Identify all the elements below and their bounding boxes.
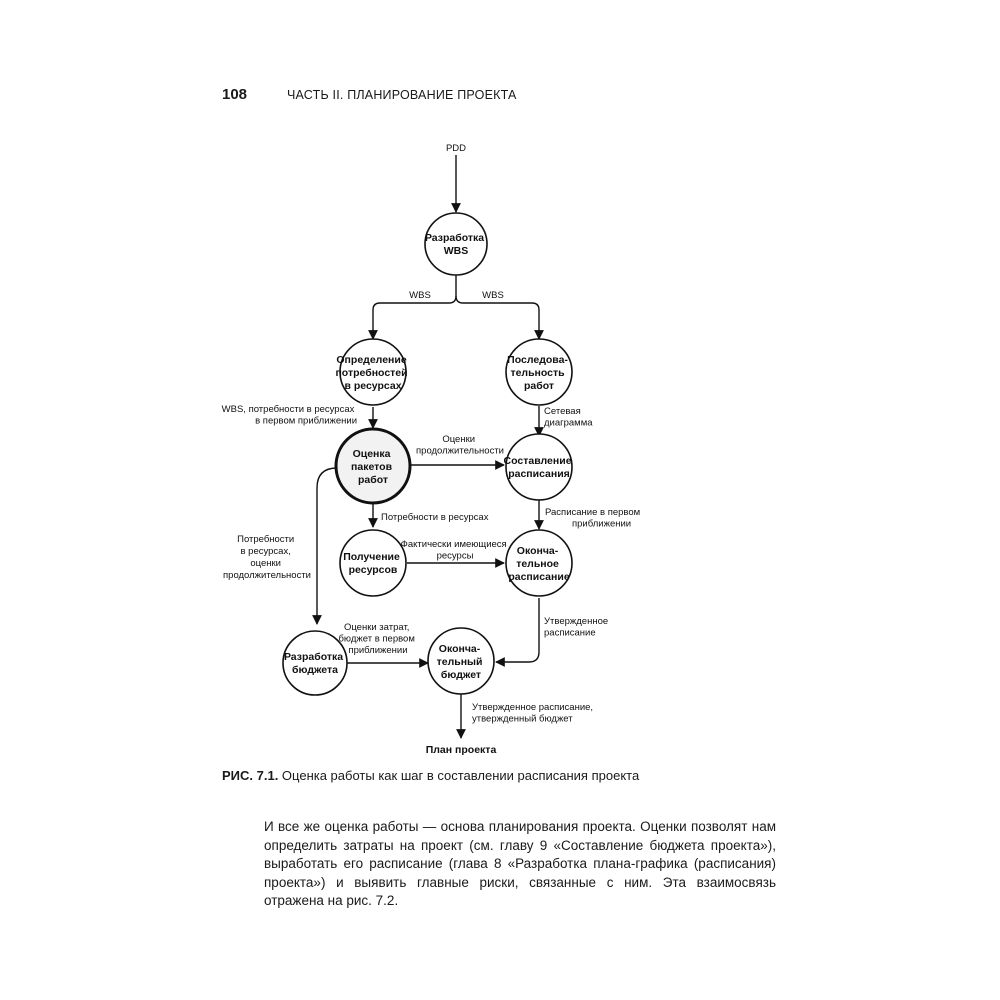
- node-resource-needs-label: Определение потребностей в ресурсах: [335, 354, 410, 392]
- node-final-schedule: [505, 529, 573, 597]
- edge-label-budget-in: Потребности в ресурсах, оценки продолжит…: [223, 534, 311, 581]
- edge-label-network: Сетевая диаграмма: [544, 406, 593, 429]
- edge-label-cost-estimates: Оценки затрат, бюджет в первом приближен…: [338, 622, 417, 656]
- node-resource-needs: [339, 338, 407, 406]
- node-budget-dev-label: Разработка бюджета: [284, 651, 346, 676]
- edge-estimate-to-budget: [312, 467, 338, 625]
- node-schedule-label: Составление расписания: [504, 455, 575, 480]
- figure-caption: РИС. 7.1. Оценка работы как шаг в состав…: [222, 768, 639, 783]
- node-sequencing: [505, 338, 573, 406]
- figure-caption-text: Оценка работы как шаг в составлении расп…: [278, 768, 640, 783]
- running-head: ЧАСТЬ II. ПЛАНИРОВАНИЕ ПРОЕКТА: [287, 88, 517, 102]
- figure-caption-label: РИС. 7.1.: [222, 768, 279, 783]
- node-acquire-label: Получение ресурсов: [343, 551, 403, 576]
- edge-label-wbs-right: WBS: [482, 290, 504, 301]
- edge-label-final-out: Утвержденное расписание, утвержденный бю…: [472, 702, 596, 725]
- node-final-budget: [427, 627, 495, 695]
- edge-label-wbs-left: WBS: [409, 290, 431, 301]
- node-wbs-dev: [424, 212, 488, 276]
- node-estimate-label: Оценка пакетов работ: [351, 448, 395, 486]
- edge-label-available: Фактически имеющиеся ресурсы: [401, 539, 510, 562]
- node-acquire: [339, 529, 407, 597]
- page-number: 108: [222, 86, 248, 103]
- node-wbs-dev-label: Разработка WBS: [425, 232, 487, 257]
- input-label: PDD: [446, 143, 466, 154]
- edge-label-durations: Оценки продолжительности: [416, 434, 504, 457]
- node-final-schedule-label: Оконча- тельное расписание: [508, 545, 569, 583]
- output-label: План проекта: [426, 744, 497, 756]
- node-final-budget-label: Оконча- тельный бюджет: [437, 643, 486, 681]
- body-paragraph: И все же оценка работы — основа планиров…: [264, 819, 776, 908]
- edge-wbs-to-resource-needs: [368, 274, 457, 340]
- node-budget-dev: [282, 630, 348, 696]
- edge-label-resource-needs-out: Потребности в ресурсах: [381, 512, 489, 523]
- node-estimate: [334, 427, 412, 505]
- edge-wbs-to-sequencing: [455, 295, 544, 340]
- edge-label-needs-to-estimate: WBS, потребности в ресурсах в первом при…: [222, 404, 357, 427]
- node-schedule: [505, 433, 573, 501]
- edge-label-schedule-out: Расписание в первом приближении: [545, 507, 643, 530]
- edge-label-approved-schedule: Утвержденное расписание: [544, 616, 611, 639]
- edge-final-schedule-to-final-budget: [495, 598, 540, 667]
- node-sequencing-label: Последова- тельность работ: [507, 354, 571, 392]
